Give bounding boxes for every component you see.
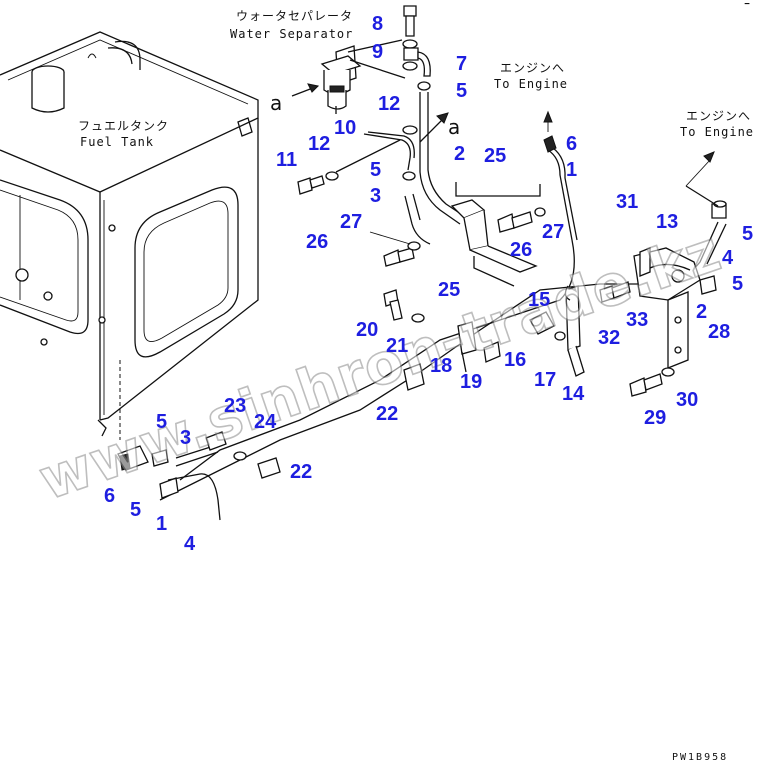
callout-20: 20: [356, 319, 378, 341]
view-label-a-1: a: [270, 91, 282, 115]
callout-2-mid: 2: [454, 143, 465, 165]
callout-5-left: 5: [130, 499, 141, 521]
clamp-22-a: [403, 363, 425, 391]
clamp-22-b: [257, 457, 281, 479]
water-separator-label-jp: ウォータセパレータ: [236, 9, 353, 23]
washer-12-a: [402, 125, 418, 135]
callout-32: 32: [598, 327, 620, 349]
water-separator: [320, 39, 406, 114]
callout-1-left: 1: [156, 513, 167, 535]
callout-3-mid: 3: [370, 185, 381, 207]
connector-bolt-8: [403, 5, 417, 37]
callout-11: 11: [276, 149, 297, 171]
washer-27-a: [407, 241, 421, 251]
callout-22-left: 22: [290, 461, 312, 483]
pipe-3: [402, 171, 431, 245]
callout-24: 24: [254, 411, 277, 433]
callout-6-left: 6: [104, 485, 115, 507]
washer-12-b: [325, 171, 339, 181]
water-separator-label-en: Water Separator: [230, 27, 353, 41]
callout-1-top: 1: [566, 159, 577, 181]
callout-5-mid: 5: [370, 159, 381, 181]
washer-21: [411, 313, 425, 323]
bolt-32: [599, 281, 631, 303]
clip-14-15: [564, 285, 585, 377]
callout-26-right: 26: [510, 239, 532, 261]
bolt-20: [383, 289, 403, 321]
callout-5-top: 5: [456, 80, 467, 102]
bolt-29: [629, 373, 663, 397]
callout-15: 15: [528, 289, 550, 311]
to-engine-label-en-1: To Engine: [494, 77, 568, 91]
callout-10: 10: [334, 117, 356, 139]
callout-9: 9: [372, 41, 383, 63]
callout-5-right-top: 5: [742, 223, 753, 245]
bolt-26-a: [497, 211, 533, 233]
callout-4-left: 4: [184, 533, 196, 555]
fuel-tank-label-en: Fuel Tank: [80, 135, 154, 149]
washer-27-b: [534, 207, 546, 217]
callout-13: 13: [656, 211, 678, 233]
callout-5-left-top: 5: [156, 411, 167, 433]
callout-31: 31: [616, 191, 638, 213]
callout-29: 29: [644, 407, 666, 429]
callout-12-b: 12: [308, 133, 330, 155]
callout-6-top: 6: [566, 133, 577, 155]
view-arrow-a-1: [291, 83, 320, 97]
drawing-code: PW1B958: [672, 752, 728, 763]
elbow-7: [417, 51, 431, 77]
callout-30: 30: [676, 389, 698, 411]
bolt-11: [297, 139, 401, 195]
callout-12-a: 12: [378, 93, 400, 115]
view-label-a-2: a: [448, 115, 460, 139]
callout-27-left: 27: [340, 211, 362, 233]
hose-1: [179, 135, 578, 481]
hose-10: [363, 131, 415, 171]
ring-5-top: [417, 81, 431, 91]
washer-30: [661, 367, 675, 377]
callout-27-right: 27: [542, 221, 564, 243]
fuel-tank: [0, 31, 259, 440]
left-fittings: [117, 431, 247, 521]
bracket-28: [667, 291, 689, 369]
callout-16: 16: [504, 349, 526, 371]
callout-4-right: 4: [722, 247, 734, 269]
to-engine-label-jp-2: エンジンへ: [686, 109, 751, 123]
fuel-tank-label-jp: フュエルタンク: [78, 119, 169, 133]
corner-mark: ｰ: [744, 0, 751, 11]
callout-19: 19: [460, 371, 482, 393]
clip-18-19: [457, 321, 477, 373]
callout-25-top: 25: [484, 145, 506, 167]
clip-16: [483, 341, 501, 363]
watermark: www.sinhron-trade.kz: [31, 219, 729, 513]
callout-17: 17: [534, 369, 556, 391]
callout-2-right: 2: [696, 301, 707, 323]
to-engine-label-jp-1: エンジンへ: [500, 61, 565, 75]
ring-5-right: [699, 275, 717, 295]
callout-33: 33: [626, 309, 648, 331]
callout-23: 23: [224, 395, 246, 417]
callout-26-left: 26: [306, 231, 328, 253]
callout-25-bottom: 25: [438, 279, 460, 301]
callout-21: 21: [386, 335, 408, 357]
to-engine-label-en-2: To Engine: [680, 125, 754, 139]
bolt-17: [529, 311, 566, 341]
callout-28: 28: [708, 321, 730, 343]
pipe-2: [419, 92, 465, 225]
bolt-26-b: [383, 247, 415, 267]
callout-5-right: 5: [732, 273, 743, 295]
callout-8: 8: [372, 13, 383, 35]
callout-7: 7: [456, 53, 467, 75]
view-arrow-a-2: [419, 112, 449, 143]
bracket-25: [450, 182, 541, 287]
callout-3-left: 3: [180, 427, 191, 449]
washers-9: [402, 39, 419, 71]
callout-18: 18: [430, 355, 452, 377]
callout-22-mid: 22: [376, 403, 398, 425]
callout-14: 14: [562, 383, 585, 405]
bracket-31-13: [633, 247, 701, 301]
